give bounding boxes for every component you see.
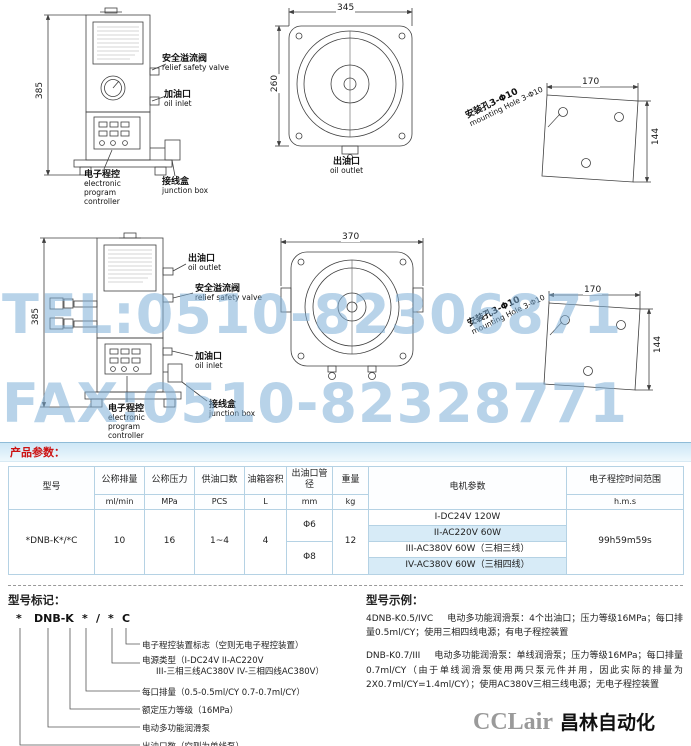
cell-ports: 1~4 bbox=[194, 508, 245, 575]
table-row: Φ8 III-AC380V 60W（三相三线） bbox=[9, 540, 684, 575]
th-pressure: 公称压力 bbox=[144, 466, 195, 495]
cell-pressure: 16 bbox=[144, 508, 195, 575]
dim-385-view1: 385 bbox=[35, 80, 46, 101]
dashed-divider bbox=[8, 584, 683, 586]
label-junction-box-2: 接线盒 junction box bbox=[209, 400, 256, 419]
product-params-table: 型号 公称排量 公称压力 供油口数 油箱容积 出油口管径 重量 电机参数 电子程… bbox=[8, 466, 684, 575]
label-oil-inlet-1: 加油口 oil inlet bbox=[164, 90, 192, 109]
th-motor: 电机参数 bbox=[368, 466, 567, 510]
th-pipe-unit: mm bbox=[286, 493, 333, 510]
table-row: II-AC220V 60W bbox=[9, 524, 684, 543]
model-marking-title: 型号标记： bbox=[8, 592, 66, 607]
cell-pipe-a: Φ6 bbox=[286, 508, 333, 542]
th-tank-unit: L bbox=[244, 493, 287, 510]
label-oil-outlet-2: 出油口 oil outlet bbox=[188, 254, 222, 273]
cell-motor-2: II-AC220V 60W bbox=[368, 524, 567, 543]
section-title: 产品参数： bbox=[10, 446, 65, 459]
pump-drawings-svg bbox=[40, 7, 653, 408]
label-controller-2: 电子程控 electronic program controller bbox=[108, 404, 145, 440]
th-model: 型号 bbox=[8, 466, 95, 510]
code-part-displacement: * bbox=[82, 611, 88, 625]
example-1-code: 4DNB-K0.5/IVC bbox=[366, 613, 434, 624]
table-row: IV-AC380V 60W（三相四线） bbox=[9, 557, 684, 575]
dim-345: 345 bbox=[336, 3, 356, 13]
marking-tree-lines bbox=[19, 627, 140, 745]
label-oil-inlet-2: 加油口 oil inlet bbox=[195, 352, 223, 371]
marking-item-controller: 电子程控装置标志（空则无电子程控装置） bbox=[142, 640, 304, 651]
code-part-outlets: * bbox=[16, 611, 22, 625]
cell-displacement: 10 bbox=[94, 508, 145, 575]
label-relief-valve-1: 安全溢流阀 relief safety valve bbox=[162, 54, 230, 73]
th-timer: 电子程控时间范围 bbox=[566, 466, 684, 495]
table-row: *DNB-K*/*C 10 16 1~4 4 Φ6 12 I-DC24V 120… bbox=[8, 508, 684, 575]
cell-timer: 99h59m59s bbox=[566, 508, 684, 575]
cell-motor-4: IV-AC380V 60W（三相四线） bbox=[368, 557, 567, 575]
technical-drawings-area: TEL:0510-82306871 FAX:0510-82328771 385 … bbox=[2, 3, 664, 440]
marking-item-power-line2: III-三相三线AC380V IV-三相四线AC380V） bbox=[156, 666, 324, 677]
marking-item-power-line1: 电源类型（I-DC24V II-AC220V bbox=[142, 655, 264, 666]
cell-pipe-b: Φ8 bbox=[286, 541, 333, 575]
code-part-controller: C bbox=[122, 611, 131, 625]
th-timer-unit: h.m.s bbox=[566, 493, 684, 510]
th-displacement-unit: ml/min bbox=[94, 493, 145, 510]
marking-item-pressure: 额定压力等级（16MPa） bbox=[142, 705, 239, 716]
label-junction-box-1: 接线盒 junction box bbox=[162, 177, 209, 196]
th-pipe: 出油口管径 bbox=[286, 466, 333, 495]
th-pressure-unit: MPa bbox=[144, 493, 195, 510]
model-marking-diagram: * DNB-K * / * C 电子程控装置标志（空则无电子程控装置 bbox=[8, 612, 352, 746]
dim-170-plate1: 170 bbox=[581, 77, 601, 87]
code-part-power: * bbox=[108, 611, 114, 625]
dim-385-view2: 385 bbox=[31, 306, 42, 327]
dim-144-plate1: 144 bbox=[651, 126, 662, 147]
example-2-code: DNB-K0.7/III bbox=[366, 651, 421, 662]
section-product-params: 产品参数： bbox=[0, 442, 691, 462]
label-oil-outlet-top1: 出油口 oil outlet bbox=[330, 157, 364, 176]
th-tank: 油箱容积 bbox=[244, 466, 287, 495]
th-displacement: 公称排量 bbox=[94, 466, 145, 495]
brand-logo: CCLair 昌林自动化 bbox=[473, 708, 655, 736]
dim-260: 260 bbox=[270, 73, 281, 94]
example-2-desc: 电动多功能润滑泵：单线润滑泵；压力等级16MPa；每口排量0.7ml/CY（由于… bbox=[366, 651, 683, 691]
th-ports: 供油口数 bbox=[194, 466, 245, 495]
label-controller-1: 电子程控 electronic program controller bbox=[84, 170, 121, 206]
code-part-slash: / bbox=[96, 611, 101, 625]
marking-item-outlets: 出油口数（空则为单线泵） bbox=[142, 740, 244, 746]
cell-weight: 12 bbox=[332, 508, 369, 575]
cell-motor-1: I-DC24V 120W bbox=[368, 508, 567, 526]
model-marking-section: 型号标记： * DNB-K * / * C bbox=[8, 592, 352, 746]
code-part-series: DNB-K bbox=[34, 611, 74, 625]
example-1-desc: 电动多功能润滑泵：4个出油口；压力等级16MPa；每口排量0.5ml/CY；使用… bbox=[366, 613, 683, 638]
cell-model: *DNB-K*/*C bbox=[8, 508, 95, 575]
bottom-columns: 型号标记： * DNB-K * / * C bbox=[0, 592, 691, 746]
brand-logo-cn: 昌林自动化 bbox=[559, 712, 655, 734]
dim-170-plate2: 170 bbox=[583, 285, 603, 295]
cell-tank: 4 bbox=[244, 508, 287, 575]
th-weight: 重量 bbox=[332, 466, 369, 495]
brand-logo-en: CCLair bbox=[472, 709, 553, 735]
th-weight-unit: kg bbox=[332, 493, 369, 510]
dim-144-plate2: 144 bbox=[653, 334, 664, 355]
label-relief-valve-2: 安全溢流阀 relief safety valve bbox=[195, 284, 263, 303]
marking-item-pump: 电动多功能润滑泵 bbox=[142, 723, 211, 734]
th-ports-unit: PCS bbox=[194, 493, 245, 510]
marking-item-displacement: 每口排量（0.5-0.5ml/CY 0.7-0.7ml/CY） bbox=[142, 687, 305, 698]
cell-motor-3: III-AC380V 60W（三相三线） bbox=[368, 540, 567, 559]
model-examples-title: 型号示例： bbox=[366, 592, 424, 607]
dim-370: 370 bbox=[341, 232, 361, 242]
